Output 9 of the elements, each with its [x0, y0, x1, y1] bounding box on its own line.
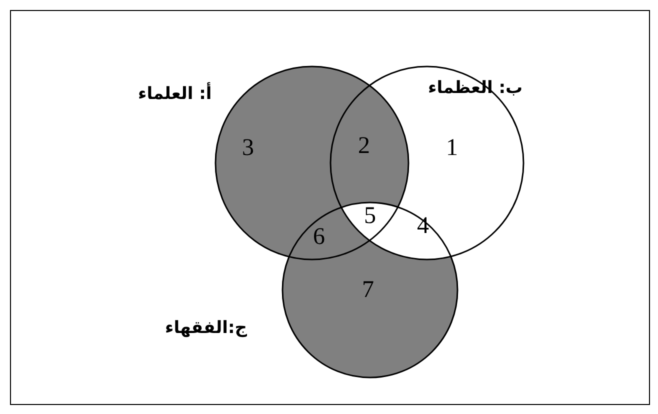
- set-label: أ: العلماء: [138, 84, 212, 104]
- region-number: 6: [313, 225, 325, 249]
- region-number: 3: [242, 136, 254, 160]
- set-label: ج:الفقهاء: [165, 318, 248, 338]
- region-number: 5: [364, 204, 376, 228]
- region-number: 2: [358, 134, 370, 158]
- region-number: 1: [446, 136, 458, 160]
- set-label: ب: العظماء: [428, 78, 523, 98]
- region-number: 7: [362, 278, 374, 302]
